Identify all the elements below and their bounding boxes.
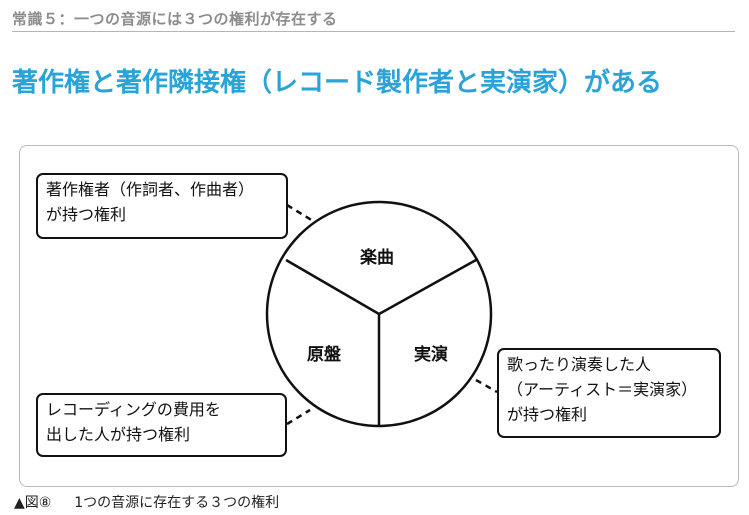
header-divider	[12, 31, 735, 32]
segment-label-performance: 実演	[414, 345, 448, 365]
connector-right	[475, 378, 498, 394]
connector-bottom-left	[286, 408, 311, 426]
segment-label-music: 楽曲	[360, 248, 394, 268]
callout-line: レコーディングの費用を	[46, 400, 221, 419]
connector-top-left	[286, 203, 319, 226]
segment-label-master: 原盤	[307, 345, 341, 365]
callout-line: が持つ権利	[507, 405, 588, 424]
callout-line: 出した人が持つ権利	[46, 425, 191, 444]
divider-left	[285, 258, 380, 316]
figure-caption: ▲図⑧ 1つの音源に存在する３つの権利	[14, 492, 279, 512]
callout-line: が持つ権利	[46, 205, 127, 224]
caption-marker: ▲図⑧	[14, 495, 52, 511]
page-headline: 著作権と著作隣接権（レコード製作者と実演家）がある	[12, 68, 663, 98]
callout-record-producer: レコーディングの費用を 出した人が持つ権利	[36, 393, 287, 457]
callout-line: 歌ったり演奏した人	[507, 355, 652, 374]
callout-performer: 歌ったり演奏した人 （アーティスト＝実演家） が持つ権利	[497, 348, 721, 438]
caption-text: 1つの音源に存在する３つの権利	[74, 495, 280, 511]
callout-copyright-holder: 著作権者（作詞者、作曲者） が持つ権利	[36, 173, 288, 239]
page-section-title: 常識５：一つの音源には３つの権利が存在する	[12, 10, 338, 28]
divider-right	[378, 258, 477, 316]
callout-line: （アーティスト＝実演家）	[507, 380, 698, 399]
callout-line: 著作権者（作詞者、作曲者）	[46, 180, 255, 199]
